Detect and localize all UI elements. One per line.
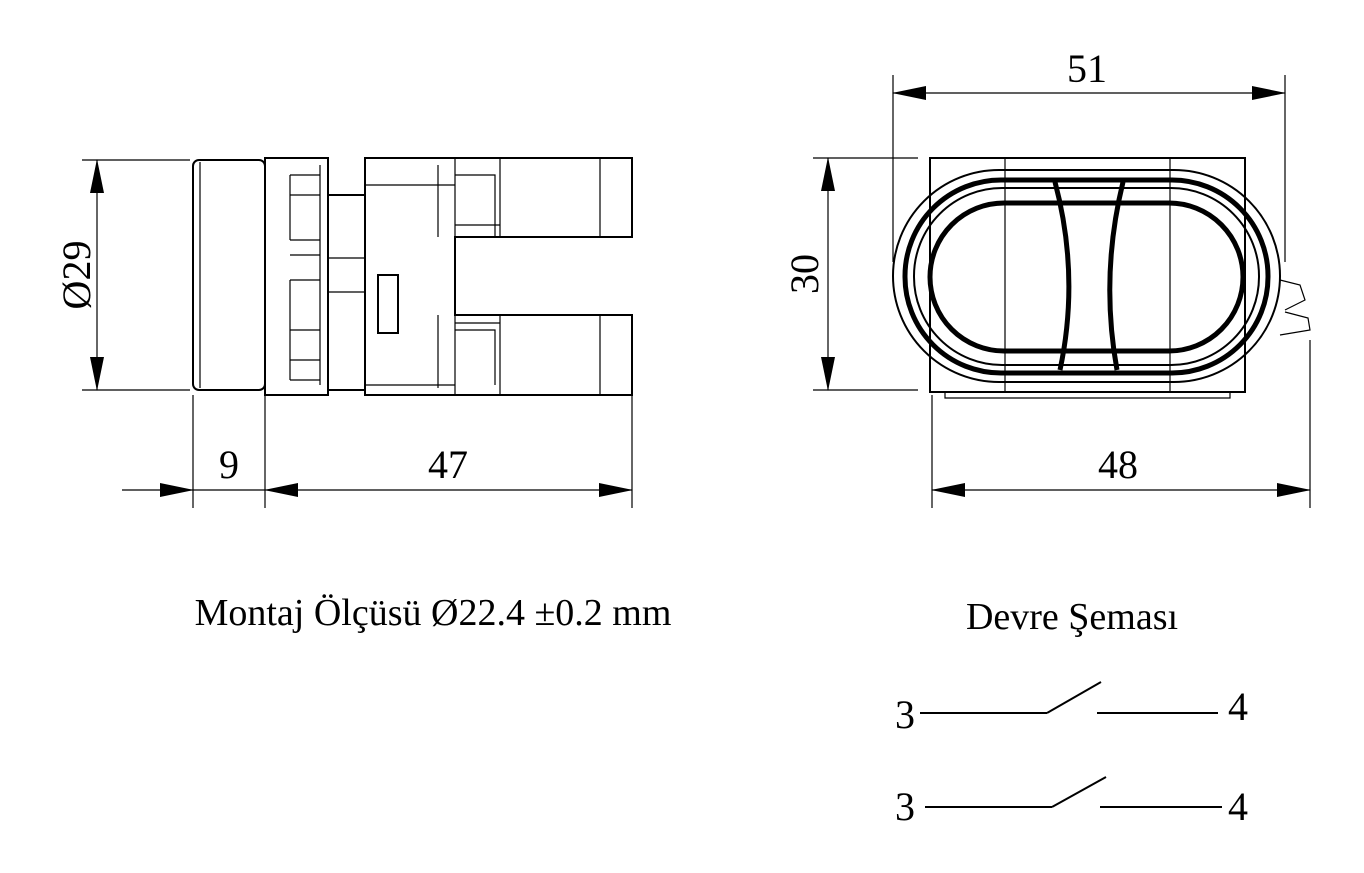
side-view: Ø29 9 47 [54, 157, 633, 508]
body-width-dimension: 48 [1098, 442, 1138, 487]
circuit-diagram: 3 4 3 4 [895, 681, 1248, 829]
body-length-dimension: 47 [428, 442, 468, 487]
width-dimension: 51 [1067, 46, 1107, 91]
bezel-depth-dimension: 9 [219, 442, 239, 487]
terminal-label: 3 [895, 784, 915, 829]
diameter-dimension: Ø29 [54, 241, 99, 310]
terminal-label: 4 [1228, 684, 1248, 729]
circuit-title: Devre Şeması [966, 596, 1178, 638]
mounting-caption: Montaj Ölçüsü Ø22.4 ±0.2 mm [195, 592, 672, 634]
outer-bezel [892, 169, 1281, 383]
double-button [927, 200, 1246, 354]
contact-1: 3 4 [895, 681, 1248, 737]
height-dimension: 30 [782, 254, 827, 294]
contact-block [364, 157, 633, 396]
terminal-label: 4 [1228, 784, 1248, 829]
latch [377, 274, 399, 334]
contact-2: 3 4 [895, 776, 1248, 829]
bezel [192, 159, 266, 391]
front-view: 51 30 48 [782, 46, 1311, 508]
terminal-label: 3 [895, 692, 915, 737]
